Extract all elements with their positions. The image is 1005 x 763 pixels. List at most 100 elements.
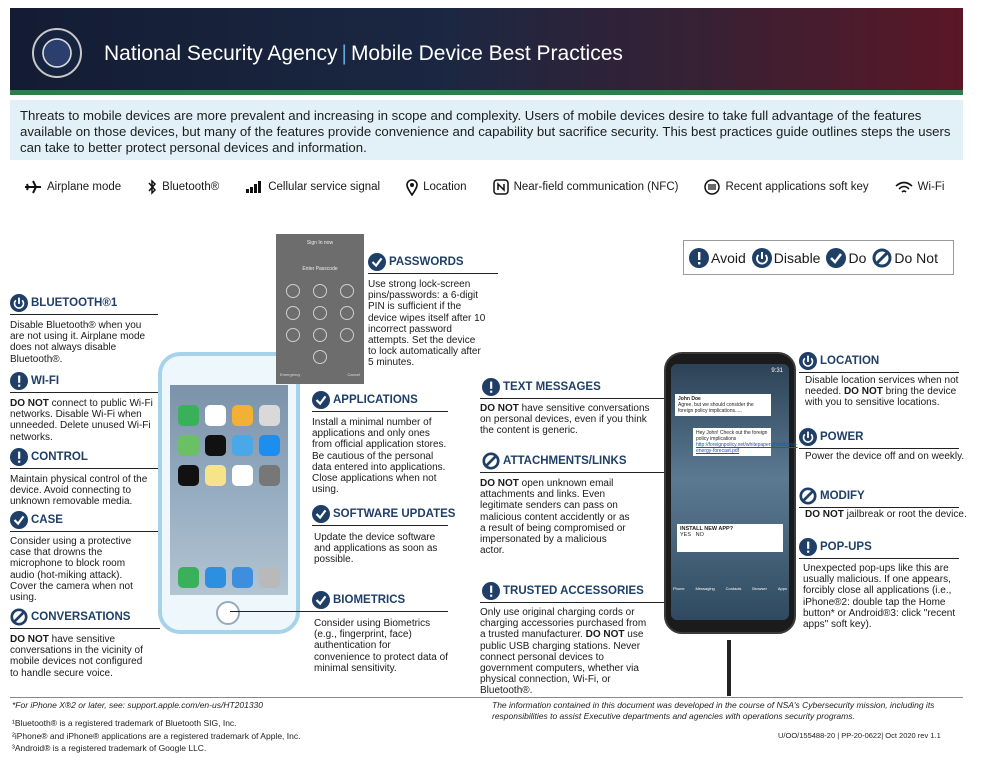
phone-app-icon [178,567,199,588]
photos-app-icon [232,405,253,426]
applications-title: APPLICATIONS [312,391,418,409]
popups-text: Unexpected pop-ups like this are usually… [803,563,956,631]
wifi-text: DO NOT connect to public Wi-Fi networks.… [10,398,153,443]
trusted-accessories-title: TRUSTED ACCESSORIES [482,582,644,600]
power-title: POWER [799,428,863,446]
wifi-icon [895,181,913,193]
divider [799,507,959,508]
status-do: Do [826,247,866,268]
notes-app-icon [205,465,226,486]
divider [799,448,959,449]
divider [799,558,959,559]
attachments-links-title: ATTACHMENTS/LINKS [482,452,627,470]
divider [312,411,448,412]
divider [480,398,670,399]
biometrics-title: BIOMETRICS [312,591,405,609]
status-avoid: Avoid [689,247,746,268]
disable-icon [751,247,772,268]
favorites-app-icon [259,567,280,588]
divider [10,314,158,315]
divider [10,468,170,469]
divider [10,628,160,629]
dock-browser[interactable]: Browser [752,586,767,591]
disclaimer-line-1: The information contained in this docume… [492,700,935,710]
settings-app-icon [259,465,280,486]
header-banner [10,8,963,92]
dock-contacts[interactable]: Contacts [725,586,742,591]
passcode-screen-title: Sign In now [306,240,334,246]
dock-phone[interactable]: Phone [673,586,685,591]
do-icon [826,247,847,268]
safari-app-icon [205,567,226,588]
home-button [216,601,240,625]
status-disable: Disable [751,247,820,268]
trusted-accessories-text: Only use original charging cords or char… [480,607,647,697]
dock-messaging[interactable]: Messaging [695,586,715,591]
airplane-icon [25,180,41,194]
legend-airplane: Airplane mode [24,180,121,194]
popup-no-button[interactable]: NO [695,532,704,538]
clock-app-icon [205,435,226,456]
do-icon [10,511,28,529]
modify-text: DO NOT jailbreak or root the device. [805,509,967,520]
popup-yes-button[interactable]: YES [680,532,692,538]
biometrics-text: Consider using Biometrics (e.g., fingerp… [314,618,448,674]
keypad-cancel: Cancel [347,372,360,377]
malicious-link[interactable]: http://foreignpolicy.net/whitepapers/tra… [696,442,798,454]
recent-apps-icon [704,179,721,195]
control-text: Maintain physical control of the device.… [10,474,148,508]
bluetooth-icon [148,179,157,195]
stocks-app-icon [178,465,199,486]
location-text: Disable location services when not neede… [805,375,959,409]
footer-divider [10,697,963,698]
location-pin-icon [406,178,418,196]
dock-apps[interactable]: Apps [777,586,787,591]
camera-app-icon [259,405,280,426]
wifi-title: WI-FI [10,372,59,390]
avoid-icon [482,378,500,396]
android-clock: 9:31 [771,368,783,374]
app-store-icon [259,435,280,456]
passcode-screen: Sign In now Enter Passcode Emergency Can… [276,234,364,384]
do-not-icon [10,608,28,626]
video-app-icon [232,465,253,486]
keypad-key [340,328,354,342]
text-messages-text: DO NOT have sensitive conversations on p… [480,403,650,437]
intro-paragraph: Threats to mobile devices are more preva… [10,100,963,160]
page-title: National Security Agency|Mobile Device B… [104,42,623,66]
keypad-key [340,306,354,320]
avoid-icon [10,448,28,466]
keypad-key [313,350,327,364]
passwords-title: PASSWORDS [368,253,464,271]
trademark-iphone: ²iPhone® and iPhone® applications are a … [12,731,301,741]
nfc-icon [492,179,509,195]
avoid-icon [10,372,28,390]
trademark-android: ³Android® is a registered trademark of G… [12,743,207,753]
keypad-key [340,284,354,298]
applications-text: Install a minimal number of applications… [312,417,447,496]
document-id: U/OO/155488-20 | PP-20-0622| Oct 2020 re… [778,731,941,740]
calendar-app-icon [205,405,226,426]
do-icon [312,591,330,609]
divider [480,602,680,603]
doc-title: Mobile Device Best Practices [350,42,623,65]
keypad-emergency: Emergency [280,372,301,377]
android-dock: Phone Messaging Contacts Browser Apps [673,586,787,591]
popups-title: POP-UPS [799,538,872,556]
legend-cellular: Cellular service signal [245,181,380,193]
divider [799,372,959,373]
keypad-key [313,328,327,342]
software-updates-text: Update the device software and applicati… [314,532,438,566]
status-do-not: Do Not [872,248,938,268]
maps-app-icon [178,435,199,456]
legend-recent-apps: Recent applications soft key [704,179,869,195]
icon-legend: Airplane mode Bluetooth® Cellular servic… [24,176,964,198]
org-name: National Security Agency [104,42,338,65]
divider [480,472,670,473]
header-accent-bar [10,90,963,95]
legend-nfc: Near-field communication (NFC) [492,179,678,195]
message-bubble-received: Hey John! Check out the foreign policy i… [693,428,798,456]
keypad-key [286,306,300,320]
trademark-bluetooth: ¹Bluetooth® is a registered trademark of… [12,718,237,728]
